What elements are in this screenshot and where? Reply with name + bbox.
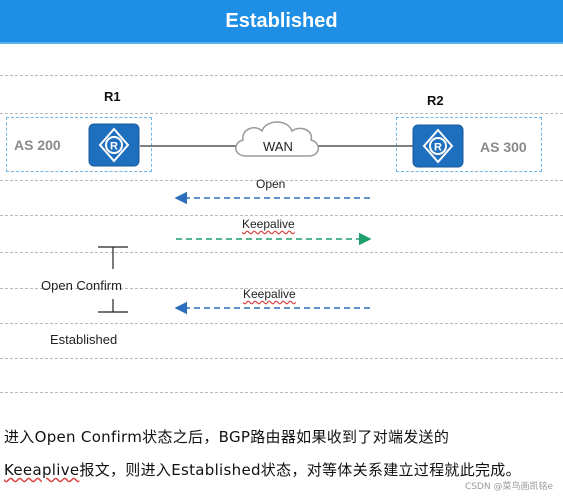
router-r2-label: R2 — [427, 93, 444, 108]
guide-line — [0, 323, 563, 324]
guide-line — [0, 180, 563, 181]
guide-line — [0, 113, 563, 114]
router-r1-label: R1 — [104, 89, 121, 104]
as-200-box — [6, 117, 152, 172]
as-200-label: AS 200 — [14, 137, 61, 153]
guide-line — [0, 75, 563, 76]
guide-line — [0, 252, 563, 253]
wan-cloud-icon — [235, 121, 319, 157]
state-established: Established — [50, 332, 118, 347]
caption-line-2: Keeaplive报文，则进入Established状态，对等体关系建立过程就此… — [4, 459, 521, 480]
caption-keyword: Keeaplive — [4, 461, 80, 479]
svg-text:R: R — [434, 142, 442, 154]
guide-line — [0, 392, 563, 393]
state-timeline — [98, 246, 128, 313]
guide-line — [0, 358, 563, 359]
caption-line-2-rest: 报文，则进入Established状态，对等体关系建立过程就此完成。 — [79, 461, 521, 479]
page-title: Established — [225, 9, 338, 32]
wan-label: WAN — [263, 139, 293, 154]
as-300-label: AS 300 — [480, 139, 527, 155]
router-r2-icon: R — [412, 124, 464, 168]
watermark: CSDN @菜鸟画凯铭e — [464, 482, 553, 492]
open-message-label: Open — [256, 177, 286, 191]
as-300-box — [396, 117, 542, 172]
keepalive-message-label-2: Keepalive — [243, 287, 296, 301]
router-r1-icon: R — [88, 123, 140, 167]
title-bar: Established — [0, 0, 563, 44]
guide-line — [0, 215, 563, 216]
caption-line-1: 进入Open Confirm状态之后，BGP路由器如果收到了对端发送的 — [4, 428, 450, 446]
state-open-confirm: Open Confirm — [41, 278, 122, 293]
svg-text:R: R — [110, 141, 118, 153]
guide-line — [0, 288, 563, 289]
keepalive-message-label-1: Keepalive — [242, 217, 295, 231]
